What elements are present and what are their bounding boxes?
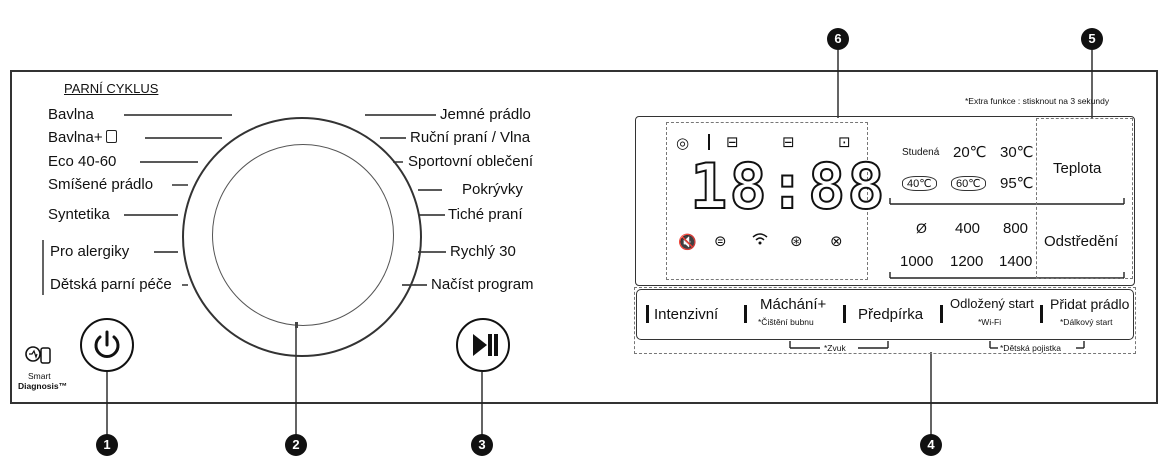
rinse-plus-sub: *Čištění bubnu <box>758 317 814 327</box>
program-detska-parni[interactable]: Dětská parní péče <box>50 276 172 293</box>
temp-40: 40℃ <box>902 176 937 191</box>
spin-tub-icon: ⊡ <box>838 134 851 151</box>
tub-clean-icon: ⊗ <box>830 233 843 250</box>
temp-60: 60℃ <box>951 176 986 191</box>
smart-diagnosis-label-1: Smart <box>28 371 51 381</box>
program-smisene[interactable]: Smíšené prádlo <box>48 176 154 193</box>
child-lock-note: *Dětská pojistka <box>1000 343 1061 353</box>
program-pro-alergiky[interactable]: Pro alergiky <box>50 243 130 260</box>
steam-cycle-title: PARNÍ CYKLUS <box>64 81 159 96</box>
callout-5: 5 <box>1081 28 1103 50</box>
callout-3: 3 <box>471 434 493 456</box>
option-bar-5 <box>1040 305 1043 323</box>
callout-6: 6 <box>827 28 849 50</box>
option-bar-3 <box>843 305 846 323</box>
temperature-button[interactable]: Teplota <box>1053 160 1102 177</box>
ai-icon: ◎ <box>676 135 690 152</box>
remote-icon: ⊛ <box>790 233 803 250</box>
smart-diagnosis-icon <box>24 345 54 372</box>
delay-start-button[interactable]: Odložený start <box>950 296 1034 311</box>
dial-indicator <box>295 322 298 328</box>
control-panel <box>10 70 1158 404</box>
tablet-icon <box>105 130 117 143</box>
program-tiche[interactable]: Tiché praní <box>448 206 523 223</box>
program-syntetika[interactable]: Syntetika <box>48 206 110 223</box>
spin-1000: 1000 <box>900 253 934 270</box>
option-bar-4 <box>940 305 943 323</box>
extra-function-note: *Extra funkce : stisknout na 3 sekundy <box>965 96 1110 106</box>
selector-dashed-box <box>1036 118 1133 279</box>
delay-start-sub: *Wi-Fi <box>978 317 1002 327</box>
add-laundry-button[interactable]: Přidat prádlo <box>1050 296 1130 312</box>
display-area <box>635 116 1135 286</box>
time-display: 18:88 <box>689 149 887 224</box>
temp-95: 95℃ <box>1000 175 1034 192</box>
program-bavlna[interactable]: Bavlna <box>48 106 94 123</box>
spin-1200: 1200 <box>950 253 984 270</box>
program-rucni-vlna[interactable]: Ruční praní / Vlna <box>410 129 531 146</box>
spin-1400: 1400 <box>999 253 1033 270</box>
program-dial[interactable] <box>182 117 422 357</box>
callout-4: 4 <box>920 434 942 456</box>
temp-30: 30℃ <box>1000 144 1034 161</box>
start-pause-button[interactable] <box>456 318 510 372</box>
temp-20: 20℃ <box>953 144 987 161</box>
wifi-icon <box>752 232 768 250</box>
play-pause-icon <box>473 334 498 356</box>
steam-icon: ⊜ <box>714 233 727 250</box>
program-eco[interactable]: Eco 40-60 <box>48 153 117 170</box>
power-icon <box>94 330 120 358</box>
temp-cold: Studená <box>902 147 940 158</box>
divider <box>708 134 710 150</box>
wash-icon: ⊟ <box>726 134 739 151</box>
sound-note: *Zvuk <box>824 343 846 353</box>
program-nacist[interactable]: Načíst program <box>431 276 534 293</box>
callout-1: 1 <box>96 434 118 456</box>
program-rychly[interactable]: Rychlý 30 <box>450 243 516 260</box>
prewash-button[interactable]: Předpírka <box>858 306 924 323</box>
display-dashed-box <box>666 122 868 280</box>
option-buttons-area <box>634 287 1136 354</box>
program-jemne[interactable]: Jemné prádlo <box>440 106 531 123</box>
program-bavlna-plus[interactable]: Bavlna+ <box>48 129 117 147</box>
spin-800: 800 <box>1003 220 1029 237</box>
option-bar-1 <box>646 305 649 323</box>
spin-button[interactable]: Odstředění <box>1044 233 1119 250</box>
power-button[interactable] <box>80 318 134 372</box>
callout-2: 2 <box>285 434 307 456</box>
program-pokryvky[interactable]: Pokrývky <box>462 181 523 198</box>
program-sportovni[interactable]: Sportovní oblečení <box>408 153 534 170</box>
spin-400: 400 <box>955 220 981 237</box>
option-buttons-frame <box>636 289 1134 340</box>
add-laundry-sub: *Dálkový start <box>1060 317 1113 327</box>
rinse-plus-button[interactable]: Máchání+ <box>760 296 827 313</box>
mute-icon: 🔇 <box>678 234 697 251</box>
intensive-button[interactable]: Intenzivní <box>654 306 719 323</box>
option-bar-2 <box>744 305 747 323</box>
program-dial-inner <box>212 144 394 326</box>
smart-diagnosis-label-2: Diagnosis™ <box>18 381 68 391</box>
spin-none: Ø <box>916 220 927 236</box>
rinse-icon: ⊟ <box>782 134 795 151</box>
